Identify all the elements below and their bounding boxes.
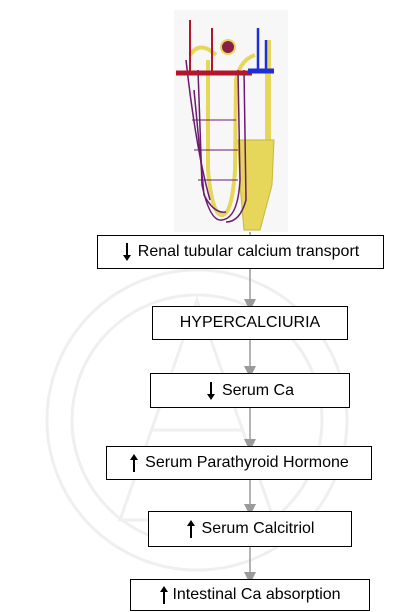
step-serum-pth: Serum Parathyroid Hormone	[106, 446, 372, 480]
down-arrow-icon	[122, 242, 132, 262]
step-serum-calcitriol: Serum Calcitriol	[148, 511, 352, 547]
up-arrow-icon	[129, 453, 139, 473]
step-serum-ca: Serum Ca	[150, 373, 350, 408]
step-hypercalciuria: HYPERCALCIURIA	[152, 306, 348, 340]
up-arrow-icon	[159, 585, 169, 605]
step-label: Serum Ca	[222, 383, 294, 399]
up-arrow-icon	[186, 519, 196, 539]
step-label: HYPERCALCIURIA	[180, 315, 320, 331]
step-label: Renal tubular calcium transport	[138, 244, 359, 260]
step-label: Serum Parathyroid Hormone	[145, 455, 349, 471]
step-intestinal-absorption: Intestinal Ca absorption	[130, 579, 370, 611]
step-label: Intestinal Ca absorption	[172, 587, 340, 603]
step-renal-transport: Renal tubular calcium transport	[97, 235, 384, 269]
step-label: Serum Calcitriol	[202, 521, 315, 537]
down-arrow-icon	[206, 381, 216, 401]
